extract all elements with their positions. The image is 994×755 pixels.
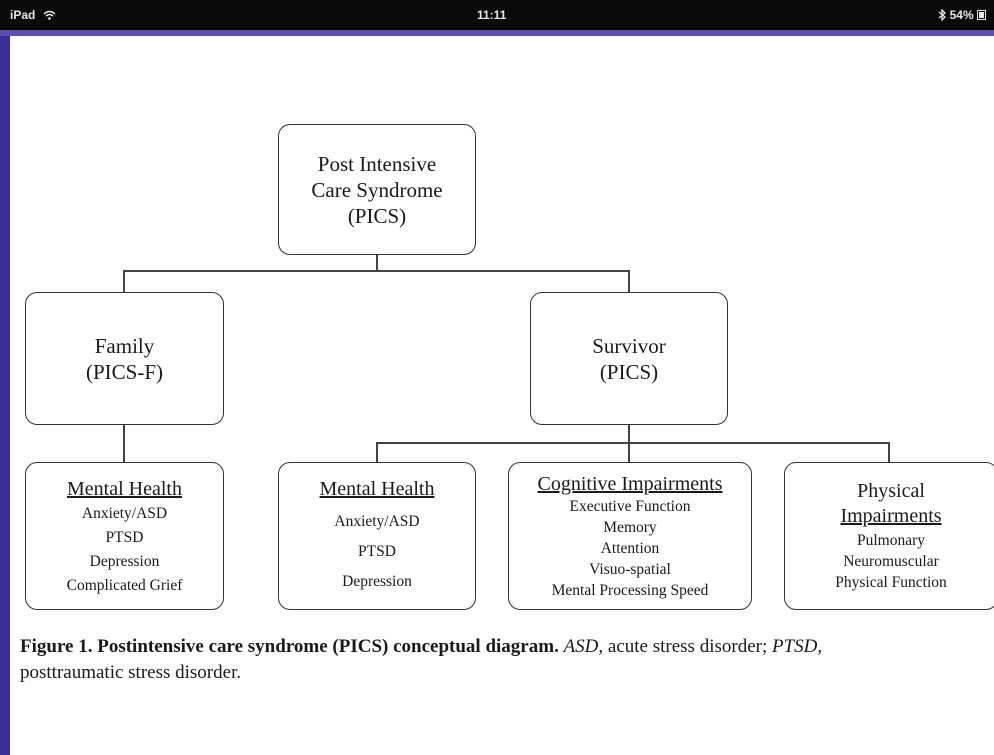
node-text: Survivor [592,333,666,358]
node-heading: Mental Health [67,477,182,500]
list-item: Anxiety/ASD [81,504,168,522]
node-physical-impairments: Physical Impairments Pulmonary Neuromusc… [784,462,994,610]
connector-mental-up [376,442,378,462]
caption-abbr: ASD, [563,636,604,657]
connector-survivor-down [628,424,630,442]
node-text: Family [94,333,155,358]
list-item: Attention [600,539,660,557]
list-item: Physical Function [835,574,947,591]
node-text: Care Syndrome [311,177,443,202]
caption-label: Figure 1. Postintensive care syndrome (P… [20,636,559,657]
list-item: PTSD [105,528,144,546]
node-text: (PICS) [599,359,659,384]
figure-caption: Figure 1. Postintensive care syndrome (P… [20,634,994,686]
list-item: Executive Function [569,497,691,515]
list-item: PTSD [358,543,396,560]
node-text: (PICS) [347,203,407,228]
node-pics-root: Post Intensive Care Syndrome (PICS) [278,124,476,255]
list-item: Visuo-spatial [589,560,671,578]
list-item: Complicated Grief [66,576,183,594]
connector-bottom-horizontal [376,442,889,444]
connector-cognitive-up [628,442,630,462]
battery-percent: 54% [949,8,974,22]
connector-root-down [376,254,378,270]
node-survivor: Survivor (PICS) [530,292,728,425]
list-item: Depression [342,573,412,590]
document-page: Post Intensive Care Syndrome (PICS) Fami… [10,0,994,755]
list-item: Pulmonary [856,532,926,549]
caption-text: posttraumatic stress disorder. [20,662,242,683]
status-device: iPad [10,8,56,22]
connector-family-up [123,270,125,292]
connector-physical-up [888,442,890,462]
node-family: Family (PICS-F) [25,292,224,425]
status-bar-underline [0,30,994,36]
caption-abbr: PTSD, [772,636,823,657]
connector-top-horizontal [123,270,629,272]
list-item: Anxiety/ASD [334,513,420,530]
battery-icon [977,10,986,20]
status-time: 11:11 [477,8,507,22]
node-survivor-mental-health: Mental Health Anxiety/ASD PTSD Depressio… [278,462,476,610]
bluetooth-icon [938,8,947,22]
node-heading: Impairments [840,505,942,527]
node-heading: Mental Health [319,478,435,500]
wifi-icon [43,10,56,20]
status-bar: iPad 11:11 54% [0,0,994,36]
caption-text: acute stress disorder; [603,636,772,657]
node-family-mental-health: Mental Health Anxiety/ASD PTSD Depressio… [25,462,224,610]
list-item: Neuromuscular [843,553,939,570]
list-item: Memory [603,518,657,536]
list-item: Depression [89,552,160,570]
device-name: iPad [10,8,36,22]
connector-family-down [123,424,125,463]
node-text: Post Intensive [317,151,437,176]
connector-survivor-up [628,270,630,292]
node-text: (PICS-F) [85,359,164,384]
node-heading: Physical [857,480,925,502]
list-item: Mental Processing Speed [551,581,709,599]
status-right: 54% [938,8,986,22]
node-cognitive-impairments: Cognitive Impairments Executive Function… [508,462,752,610]
node-heading: Cognitive Impairments [537,472,723,495]
